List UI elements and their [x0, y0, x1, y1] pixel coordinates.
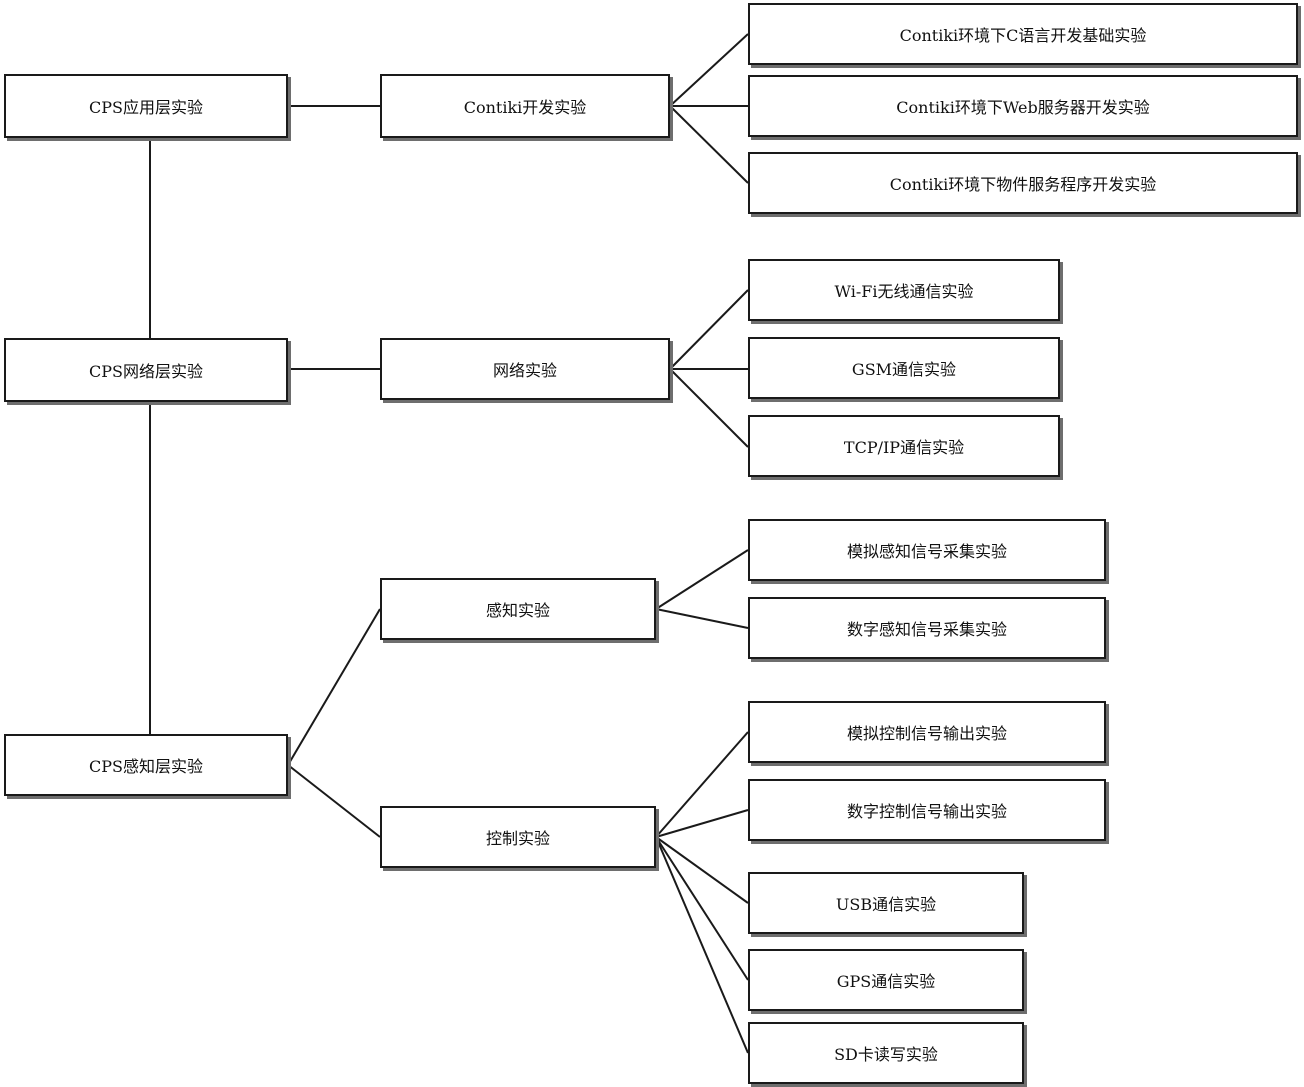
link-perception-control — [287, 764, 381, 838]
node-analog-sense: 模拟感知信号采集实验 — [748, 519, 1106, 581]
node-gsm: GSM通信实验 — [748, 337, 1060, 399]
node-contiki-things: Contiki环境下物件服务程序开发实验 — [748, 152, 1298, 214]
node-sensing-exp: 感知实验 — [380, 578, 656, 640]
node-tcpip: TCP/IP通信实验 — [748, 415, 1060, 477]
node-application-layer: CPS应用层实验 — [4, 74, 288, 138]
link-net-tcpip — [669, 368, 749, 448]
node-network-layer: CPS网络层实验 — [4, 338, 288, 402]
link-ctrl-gps — [655, 836, 749, 981]
link-ctrl-usb — [655, 836, 749, 904]
node-analog-ctrl: 模拟控制信号输出实验 — [748, 701, 1106, 763]
node-gps: GPS通信实验 — [748, 949, 1024, 1011]
node-wifi: Wi-Fi无线通信实验 — [748, 259, 1060, 321]
node-digital-ctrl: 数字控制信号输出实验 — [748, 779, 1106, 841]
link-perception-sensing — [287, 608, 381, 766]
link-sense-digital — [655, 608, 749, 629]
node-contiki-dev: Contiki开发实验 — [380, 74, 670, 138]
node-digital-sense: 数字感知信号采集实验 — [748, 597, 1106, 659]
node-usb: USB通信实验 — [748, 872, 1024, 934]
link-contiki-c — [669, 33, 749, 107]
node-contiki-c: Contiki环境下C语言开发基础实验 — [748, 3, 1298, 65]
node-perception-layer: CPS感知层实验 — [4, 734, 288, 796]
link-net-wifi — [669, 289, 749, 370]
node-network-exp: 网络实验 — [380, 338, 670, 400]
link-ctrl-sd — [655, 836, 749, 1054]
link-ctrl-analog — [655, 731, 749, 838]
link-ctrl-digital — [655, 809, 749, 838]
node-sd: SD卡读写实验 — [748, 1022, 1024, 1084]
link-contiki-things — [669, 105, 749, 184]
node-control-exp: 控制实验 — [380, 806, 656, 868]
link-sense-analog — [655, 549, 749, 610]
node-contiki-web: Contiki环境下Web服务器开发实验 — [748, 75, 1298, 137]
